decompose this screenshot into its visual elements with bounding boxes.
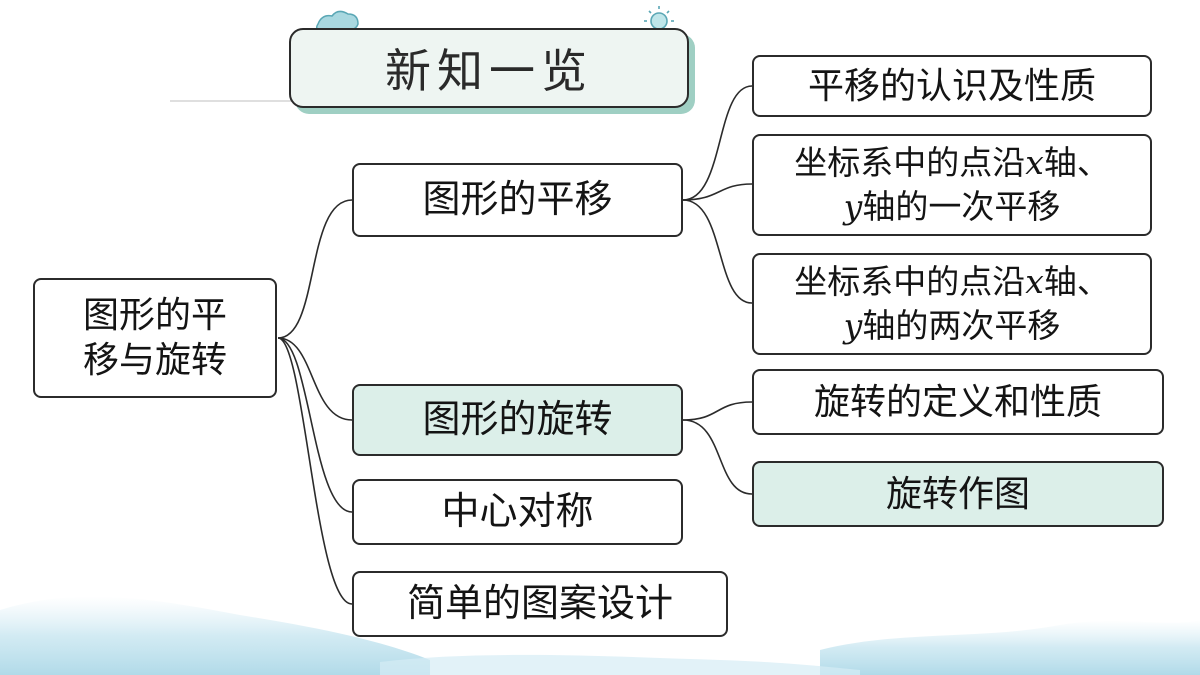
item-label-line2: y轴的一次平移 [843, 187, 1061, 226]
topic-central-symmetry: 中心对称 [352, 479, 683, 545]
title-banner: 新知一览 [283, 22, 707, 114]
topic-label: 简单的图案设计 [406, 581, 673, 626]
topic-label: 中心对称 [441, 489, 594, 534]
item-label-line1: 坐标系中的点沿x轴、 [794, 262, 1110, 302]
root-label-line1: 图形的平 [82, 295, 227, 336]
watercolor-wave-right [820, 620, 1200, 675]
connector-root-central-symmetry [277, 337, 353, 513]
connector-translation-item1 [682, 85, 753, 201]
connector-rotation-item2 [682, 419, 753, 495]
title-frame [289, 28, 689, 108]
topic-label: 图形的旋转 [422, 397, 613, 442]
rotation-item-definition: 旋转的定义和性质 [752, 369, 1164, 435]
topic-label: 图形的平移 [422, 177, 613, 222]
connector-root-pattern-design [277, 337, 353, 605]
translation-item-properties: 平移的认识及性质 [752, 55, 1152, 117]
connector-translation-item3 [682, 199, 753, 304]
root-node: 图形的平 移与旋转 [33, 278, 277, 398]
topic-rotation: 图形的旋转 [352, 384, 683, 456]
page-title: 新知一览 [385, 44, 593, 98]
connector-root-translation [277, 199, 353, 339]
item-label: 平移的认识及性质 [807, 65, 1096, 107]
connector-root-rotation [277, 337, 353, 421]
root-label-line2: 移与旋转 [82, 340, 227, 381]
connector-translation-item2 [682, 183, 753, 201]
rotation-item-drawing: 旋转作图 [752, 461, 1164, 527]
item-label: 旋转的定义和性质 [813, 381, 1102, 423]
item-label-line1: 坐标系中的点沿x轴、 [794, 143, 1110, 183]
topic-pattern-design: 简单的图案设计 [352, 571, 728, 637]
watercolor-wave-center [380, 654, 860, 675]
item-label: 旋转作图 [885, 473, 1030, 515]
topic-translation: 图形的平移 [352, 163, 683, 237]
sun-icon [644, 6, 674, 36]
item-label-line2: y轴的两次平移 [843, 306, 1061, 345]
translation-item-single-shift: 坐标系中的点沿x轴、 y轴的一次平移 [752, 134, 1152, 236]
translation-item-double-shift: 坐标系中的点沿x轴、 y轴的两次平移 [752, 253, 1152, 355]
watercolor-wave-left [0, 596, 430, 675]
connector-rotation-item1 [682, 401, 753, 421]
